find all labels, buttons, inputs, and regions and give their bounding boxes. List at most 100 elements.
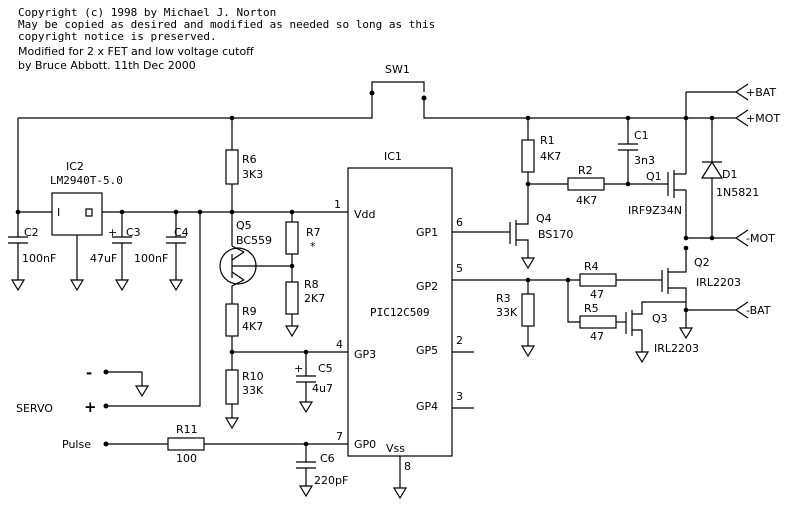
pbat-label: +BAT	[746, 86, 776, 99]
c5-ground-symbol	[298, 401, 314, 414]
junction-q2-source	[683, 307, 689, 313]
q2-value: IRL2203	[696, 276, 741, 289]
top-rail-left	[18, 92, 373, 119]
mmot-terminal	[735, 229, 749, 247]
r10-ref: R10	[242, 370, 264, 383]
q3-ground-symbol	[634, 351, 650, 364]
ic1-pin1-num: 1	[334, 198, 341, 211]
pmot-label: +MOT	[746, 112, 780, 125]
d1-symbol	[700, 118, 724, 238]
sw1-actuator	[371, 81, 425, 92]
mbat-terminal	[735, 301, 749, 319]
r2-value: 4K7	[576, 194, 597, 207]
q3-symbol	[625, 301, 686, 352]
vss-ground-symbol	[392, 487, 408, 500]
c6-ground-symbol	[298, 485, 314, 498]
c3-ground-symbol	[114, 279, 130, 292]
r6-value: 3K3	[242, 168, 263, 181]
r7-body	[285, 221, 299, 255]
r2-body	[567, 177, 605, 191]
c1-ref: C1	[634, 129, 649, 142]
c2-symbol	[8, 212, 28, 280]
c1-value: 3n3	[634, 154, 655, 167]
c2-ref: C2	[24, 226, 39, 239]
ic1-body	[347, 167, 453, 457]
r7-value: *	[310, 240, 316, 253]
junction-d1-bottom	[709, 235, 715, 241]
ic2-ref: IC2	[66, 160, 84, 173]
r1-value: 4K7	[540, 150, 561, 163]
r11-body	[167, 437, 205, 451]
d1-ref: D1	[722, 168, 737, 181]
r9-value: 4K7	[242, 320, 263, 333]
r4-value: 47	[590, 288, 604, 301]
ic1-pin4-num: 4	[336, 338, 343, 351]
r5-value: 47	[590, 330, 604, 343]
r8-ref: R8	[304, 278, 319, 291]
mmot-label: -MOT	[746, 232, 775, 245]
sw1-contact-left	[369, 90, 375, 96]
ic1-pin-vdd: Vdd	[354, 208, 376, 221]
ic1-pin5-num: 5	[456, 262, 463, 275]
mbat-label: -BAT	[746, 304, 771, 317]
ic1-ref: IC1	[384, 150, 402, 163]
c6-value: 220pF	[314, 474, 348, 487]
c4-value: 100nF	[134, 252, 168, 265]
q4-ground-symbol	[520, 257, 536, 270]
r10-body	[225, 369, 239, 405]
r5-ref: R5	[584, 302, 599, 315]
q4-value: BS170	[538, 228, 573, 241]
copyright-line-2: May be copied as desired and modified as…	[18, 18, 435, 31]
ic2-in-label: I	[57, 206, 60, 219]
ic2-out-pin	[85, 208, 93, 217]
r5-body	[579, 315, 617, 329]
junction-c1-bottom	[625, 181, 631, 187]
ic1-pin-vss: Vss	[386, 442, 405, 455]
d1-value: 1N5821	[716, 186, 759, 199]
r10-value: 33K	[242, 384, 264, 397]
ic2-part: LM2940T-5.0	[50, 174, 123, 187]
ic1-pin-gp3: GP3	[354, 348, 376, 361]
q1-ref: Q1	[646, 170, 662, 183]
ic1-pin3-num: 3	[456, 390, 463, 403]
servo-minus-sign: -	[86, 364, 92, 382]
r3-ground-symbol	[520, 345, 536, 358]
r9-body	[225, 303, 239, 337]
servo-minus-terminal	[103, 369, 109, 375]
r8-value: 2K7	[304, 292, 325, 305]
r4-body	[579, 273, 617, 287]
sw1-label: SW1	[385, 63, 410, 76]
r1-body	[521, 139, 535, 173]
r4-ref: R4	[584, 260, 599, 273]
r3-value: 33K	[496, 306, 518, 319]
ic2-ground-symbol	[69, 279, 85, 292]
servo-plus-sign: +	[84, 398, 97, 416]
q5-value: BC559	[236, 234, 272, 247]
modified-line-1: Modified for 2 x FET and low voltage cut…	[18, 45, 254, 58]
q4-symbol	[509, 218, 529, 258]
q5-emitter-lead	[231, 245, 245, 253]
c1-symbol	[618, 118, 638, 184]
ic1-pin7-num: 7	[336, 430, 343, 443]
ic2-body	[51, 192, 103, 236]
wire-servo-minus	[108, 371, 143, 386]
r6-ref: R6	[242, 153, 257, 166]
q2-symbol	[661, 248, 687, 328]
c3-plus: +	[108, 226, 117, 239]
junction-q2-drain	[683, 235, 689, 241]
r3-ref: R3	[496, 292, 511, 305]
q4-ref: Q4	[536, 212, 552, 225]
q5-ref: Q5	[236, 219, 252, 232]
q3-value: IRL2203	[654, 342, 699, 355]
pulse-label: Pulse	[62, 438, 91, 451]
r6-body	[225, 149, 239, 185]
r2-ref: R2	[578, 164, 593, 177]
r7-ref: R7	[306, 226, 321, 239]
copyright-line-3: copyright notice is preserved.	[18, 30, 217, 43]
servo-plus-terminal	[103, 403, 109, 409]
q3-ref: Q3	[652, 312, 668, 325]
wire-r5-left	[567, 280, 580, 323]
ic1-pin8-num: 8	[404, 460, 411, 473]
